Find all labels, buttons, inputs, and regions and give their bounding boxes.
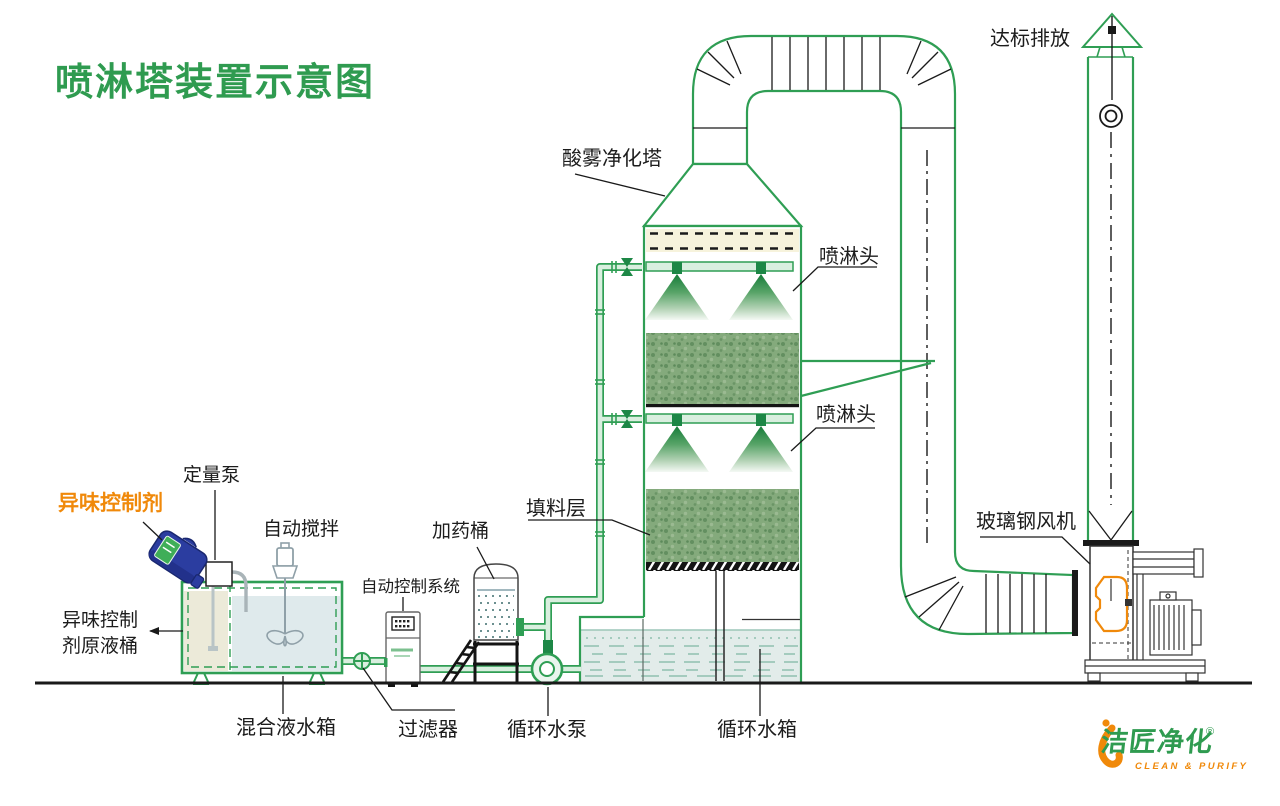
chimney-stack (1080, 12, 1144, 546)
section-line (800, 361, 932, 398)
fan-scroll (1094, 575, 1129, 633)
metering-pump-device (205, 561, 248, 651)
pipework (342, 258, 642, 673)
demister-layer (646, 229, 799, 252)
label-odor-control-agent: 异味控制剂 (58, 492, 163, 515)
label-dosing-barrel: 加药桶 (432, 521, 490, 542)
circulating-pump-device (530, 652, 564, 686)
logo-swoosh-icon (1098, 719, 1123, 768)
label-agent-stock-drum-line2: 剂原液桶 (62, 636, 139, 657)
filter-device (353, 652, 371, 670)
control-cabinet (384, 611, 421, 687)
label-auto-stir: 自动搅拌 (263, 519, 340, 540)
label-metering-pump: 定量泵 (183, 465, 241, 486)
circulating-water-tank (581, 618, 800, 682)
packing-layer-bottom (646, 489, 799, 571)
leader-lines (142, 173, 1091, 716)
pipe-joints (595, 261, 617, 537)
label-spray-head-mid: 喷淋头 (816, 404, 876, 426)
spray-cone (645, 426, 709, 472)
arrowhead (149, 627, 159, 635)
label-frp-fan: 玻璃钢风机 (976, 511, 1076, 533)
packing-layer-top (646, 333, 799, 408)
exhaust-duct (691, 34, 1078, 636)
stirrer (266, 542, 304, 647)
dosing-barrel-device (441, 563, 524, 683)
agent-jug (148, 530, 208, 589)
barrel-ladder (441, 639, 481, 683)
label-acid-mist-tower: 酸雾净化塔 (562, 148, 662, 170)
label-spray-head-top: 喷淋头 (819, 246, 879, 268)
barrel-outlet-flange (516, 618, 524, 636)
label-packing-layer: 填料层 (526, 498, 586, 520)
label-compliant-discharge: 达标排放 (990, 28, 1070, 50)
spray-header-mid (645, 413, 794, 472)
spray-cone (729, 426, 793, 472)
pump-valve (543, 640, 553, 654)
spray-cone (645, 274, 709, 320)
barrel-stand (473, 641, 519, 682)
label-agent-stock-drum: 异味控制 剂原液桶 (62, 608, 138, 660)
tower-roof (641, 162, 804, 228)
sump-extension (578, 615, 644, 682)
spray-cone (729, 274, 793, 320)
label-filter: 过滤器 (398, 719, 458, 741)
logo-brand-name: 洁匠净化 (1099, 727, 1215, 757)
fan-outlet-flange (1083, 540, 1139, 546)
label-circulating-tank: 循环水箱 (717, 719, 797, 741)
page-title: 喷淋塔装置示意图 (55, 62, 376, 104)
logo-registered-mark: ® (1206, 726, 1215, 738)
logo-tagline: CLEAN & PURIFY (1135, 761, 1249, 772)
label-mixing-tank: 混合液水箱 (236, 717, 336, 739)
label-control-system: 自动控制系统 (361, 578, 460, 596)
label-agent-stock-drum-line1: 异味控制 (62, 610, 139, 631)
frp-fan (1084, 545, 1206, 682)
flex-connector (1072, 570, 1078, 636)
agent-compartment (184, 591, 228, 671)
fan-motor (1084, 548, 1206, 682)
label-circulating-pump: 循环水泵 (507, 719, 587, 741)
duct-flange-lines (693, 37, 1047, 633)
cabinet-display (391, 616, 415, 631)
spray-tower (578, 162, 935, 682)
spray-header-top (645, 261, 794, 320)
mixing-tank-device (180, 580, 344, 685)
header-valve (621, 258, 633, 428)
tower-walls (642, 224, 803, 682)
